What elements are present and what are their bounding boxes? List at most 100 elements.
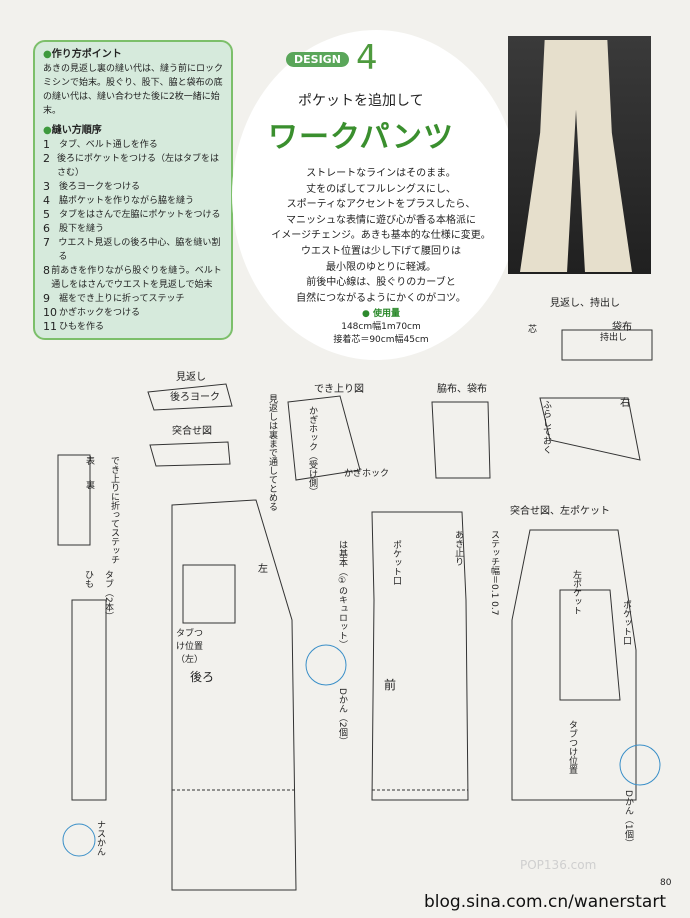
description-line: イメージチェンジ。あきも基本的な仕様に変更。 — [271, 230, 491, 242]
label-nasu-kan: ナスかん — [95, 820, 105, 856]
left-pocket — [559, 589, 621, 701]
label-mikaeshi-mochidashi: 見返し、持出し — [550, 298, 620, 309]
step-number: 3 — [43, 180, 50, 193]
step-number: 5 — [43, 208, 50, 221]
step-item: 5 タブをはさんで左脇にポケットをつける — [43, 208, 223, 222]
label-mae: 前 — [384, 678, 397, 692]
step-text: 脇ポケットを作りながら脇を縫う — [59, 196, 195, 206]
description-line: 丈をのばしてフルレングスにし、 — [306, 183, 456, 195]
subtitle: ポケットを追加して — [298, 93, 424, 109]
tab-detail — [57, 454, 91, 546]
description-line: マニッシュな表情に遊び心が香る本格派に — [286, 214, 476, 226]
label-kagi: かぎホック — [344, 469, 390, 479]
step-number: 9 — [43, 292, 50, 305]
label-awase: 突合せ図 — [172, 426, 212, 437]
d-ring-circle-1 — [305, 644, 347, 686]
points-box: ●作り方ポイント あきの見返し裏の縫い代は、縫う前にロックミシンで始末。股ぐり、… — [33, 40, 233, 340]
description: ストレートなラインはそのまま。丈をのばしてフルレングスにし、スポーティなアクセン… — [256, 166, 506, 306]
description-line: スポーティなアクセントをプラスしたら、 — [286, 199, 476, 211]
steps-heading: 縫い方順序 — [51, 125, 102, 136]
step-text: ひもを作る — [59, 322, 105, 332]
step-number: 4 — [43, 194, 50, 207]
step-text: 前あきを作りながら股ぐりを縫う。ベルト通しをはさんでウエストを見返しで始末 — [51, 266, 222, 290]
back-pocket — [182, 564, 236, 624]
step-text: 裾をでき上りに折ってステッチ — [59, 294, 185, 304]
usage: ● 使用量 148cm幅1m70cm 接着芯＝90cm幅45cm — [256, 308, 506, 347]
label-stitch: でき上りに折ってステッチ — [109, 456, 119, 564]
step-number: 6 — [43, 222, 50, 235]
step-number: 7 — [43, 236, 50, 249]
label-dekiagari: でき上り図 — [314, 384, 364, 395]
points-text: あきの見返し裏の縫い代は、縫う前にロックミシンで始末。股ぐり、股下、脇と袋布の底… — [43, 64, 224, 116]
label-migi: 右 — [620, 398, 630, 409]
blog-url: blog.sina.com.cn/wanerstart — [424, 892, 666, 912]
label-pocket-guchi-2: ポケット口 — [621, 600, 631, 645]
description-line: ウエスト位置は少し下げて腰回りは — [301, 245, 461, 257]
label-tab-tsuke-2: タブつけ位置 — [567, 720, 577, 774]
step-item: 4 脇ポケットを作りながら脇を縫う — [43, 194, 223, 208]
label-ushiro-yoke: 後ろヨーク — [170, 392, 220, 403]
label-mikaeshi-side: 見返しは裏まで通してとめる — [267, 394, 277, 511]
label-ura: 裏 — [86, 481, 96, 491]
step-number: 1 — [43, 138, 50, 151]
intro-circle — [232, 30, 520, 360]
step-text: 股下を縫う — [59, 224, 105, 234]
step-number: 8 — [43, 264, 50, 277]
label-d-kan: Dかん（2個） — [337, 688, 347, 746]
description-line: ストレートなラインはそのまま。 — [306, 168, 456, 179]
label-mochidashi: 持出し — [600, 333, 628, 343]
step-text: タブ、ベルト通しを作る — [59, 140, 158, 150]
step-item: 9 裾をでき上りに折ってステッチ — [43, 292, 223, 306]
d-ring-circle-2 — [619, 744, 661, 786]
label-shin: 芯 — [528, 325, 538, 335]
yoke-piece — [147, 383, 233, 411]
step-item: 7 ウエスト見返しの後ろ中心、脇を縫い割る — [43, 236, 223, 264]
label-wakinuno: 脇布、袋布 — [437, 384, 487, 395]
watermark: POP136.com — [520, 858, 597, 872]
step-text: 後ろヨークをつける — [59, 182, 141, 192]
page-number: 80 — [660, 878, 672, 888]
label-tab-tsuke: タブつけ位置（左） — [176, 629, 204, 665]
label-hidari-pocket: 左ポケット — [571, 570, 581, 615]
mikaeshi-top — [561, 329, 653, 361]
step-number: 2 — [43, 152, 50, 165]
step-item: 1 タブ、ベルト通しを作る — [43, 138, 223, 152]
label-d-kan-1: Dかん（1個） — [623, 790, 633, 848]
page-title: ワークパンツ — [268, 120, 454, 155]
step-text: ウエスト見返しの後ろ中心、脇を縫い割る — [58, 238, 221, 262]
nasu-kan-circle — [62, 823, 96, 857]
label-hidari: 左 — [258, 564, 268, 575]
left-pocket-pants-piece — [511, 529, 637, 801]
front-pants-piece — [371, 511, 469, 801]
label-mikaeshi: 見返し — [176, 372, 206, 383]
label-stitch-width: ステッチ幅＝0.1 0.7 — [489, 530, 499, 616]
description-line: 最小限のゆとりに軽減。 — [326, 261, 436, 273]
label-ushiro: 後ろ — [190, 670, 215, 684]
usage-heading: 使用量 — [372, 309, 400, 319]
design-number: 4 — [356, 38, 378, 78]
usage-line-1: 148cm幅1m70cm — [341, 322, 421, 332]
step-text: タブをはさんで左脇にポケットをつける — [59, 210, 221, 220]
label-himo: ひも — [83, 570, 93, 588]
label-kiseru: は基本（①のキュロット） — [337, 540, 347, 649]
step-item: 6 股下を縫う — [43, 222, 223, 236]
label-omote: 表 — [86, 457, 96, 467]
awase-piece — [149, 441, 231, 467]
back-pants-piece — [171, 499, 297, 891]
usage-line-2: 接着芯＝90cm幅45cm — [333, 335, 429, 345]
dekiagari-piece — [287, 395, 361, 481]
points-heading: 作り方ポイント — [51, 49, 122, 60]
step-number: 11 — [43, 320, 57, 333]
label-kagihook: かぎホック（受け側） — [307, 406, 317, 496]
mochidashi-piece — [539, 397, 641, 461]
himo-strip — [71, 599, 107, 801]
label-fukuronuno: 袋布 — [612, 322, 632, 333]
step-number: 10 — [43, 306, 57, 319]
step-text: かぎホックをつける — [59, 308, 141, 318]
label-pocket-guchi: ポケット口 — [391, 540, 401, 585]
